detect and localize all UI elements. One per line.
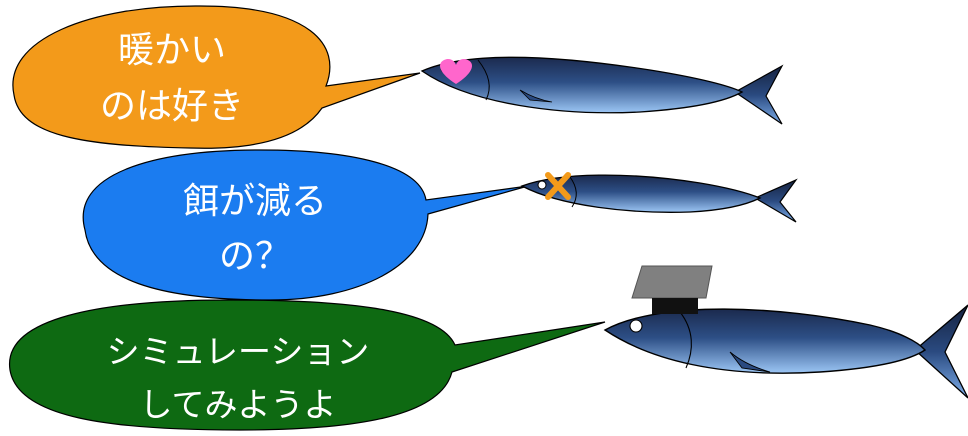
fish-with-heart xyxy=(420,56,784,125)
cap-base xyxy=(652,298,698,314)
fish-gill-line xyxy=(477,59,490,101)
speech-bubble-warm: 暖かい のは好き xyxy=(12,5,421,149)
speech-bubble-simulation-shape xyxy=(9,299,606,431)
speech-bubble-food-shape xyxy=(82,149,529,301)
speech-bubble-warm-shape xyxy=(12,5,421,149)
speech-bubble-simulation-line-2: してみようよ xyxy=(139,385,336,424)
fish-tail xyxy=(914,304,968,399)
fish-gill-line xyxy=(569,176,577,208)
fish-with-cross xyxy=(520,172,798,223)
speech-bubble-simulation: シミュレーション してみようよ xyxy=(9,299,606,431)
speech-bubble-warm-line-1: 暖かい xyxy=(118,30,226,71)
graduation-cap-icon xyxy=(631,265,713,314)
fish-body xyxy=(420,56,744,114)
fish-gill-line xyxy=(679,311,692,369)
fish-eye xyxy=(537,180,547,190)
speech-bubble-food: 餌が減る の？ xyxy=(82,149,529,301)
speech-bubble-warm-line-2: のは好き xyxy=(100,86,244,127)
cross-icon xyxy=(545,172,571,200)
speech-bubble-food-line-2: の？ xyxy=(219,236,291,277)
fish-tail xyxy=(753,178,798,223)
fish-fin xyxy=(519,89,553,103)
fish-with-graduation-cap xyxy=(603,265,968,399)
fish-eye xyxy=(629,319,643,333)
heart-icon xyxy=(440,58,472,84)
fish-fin xyxy=(729,351,771,373)
fish-tail xyxy=(733,64,784,125)
speech-bubble-simulation-line-1: シミュレーション xyxy=(107,332,370,371)
cap-board xyxy=(631,265,713,299)
speech-bubble-food-line-1: 餌が減る xyxy=(183,181,327,222)
fish-body xyxy=(603,308,927,374)
fish-body xyxy=(520,174,762,213)
